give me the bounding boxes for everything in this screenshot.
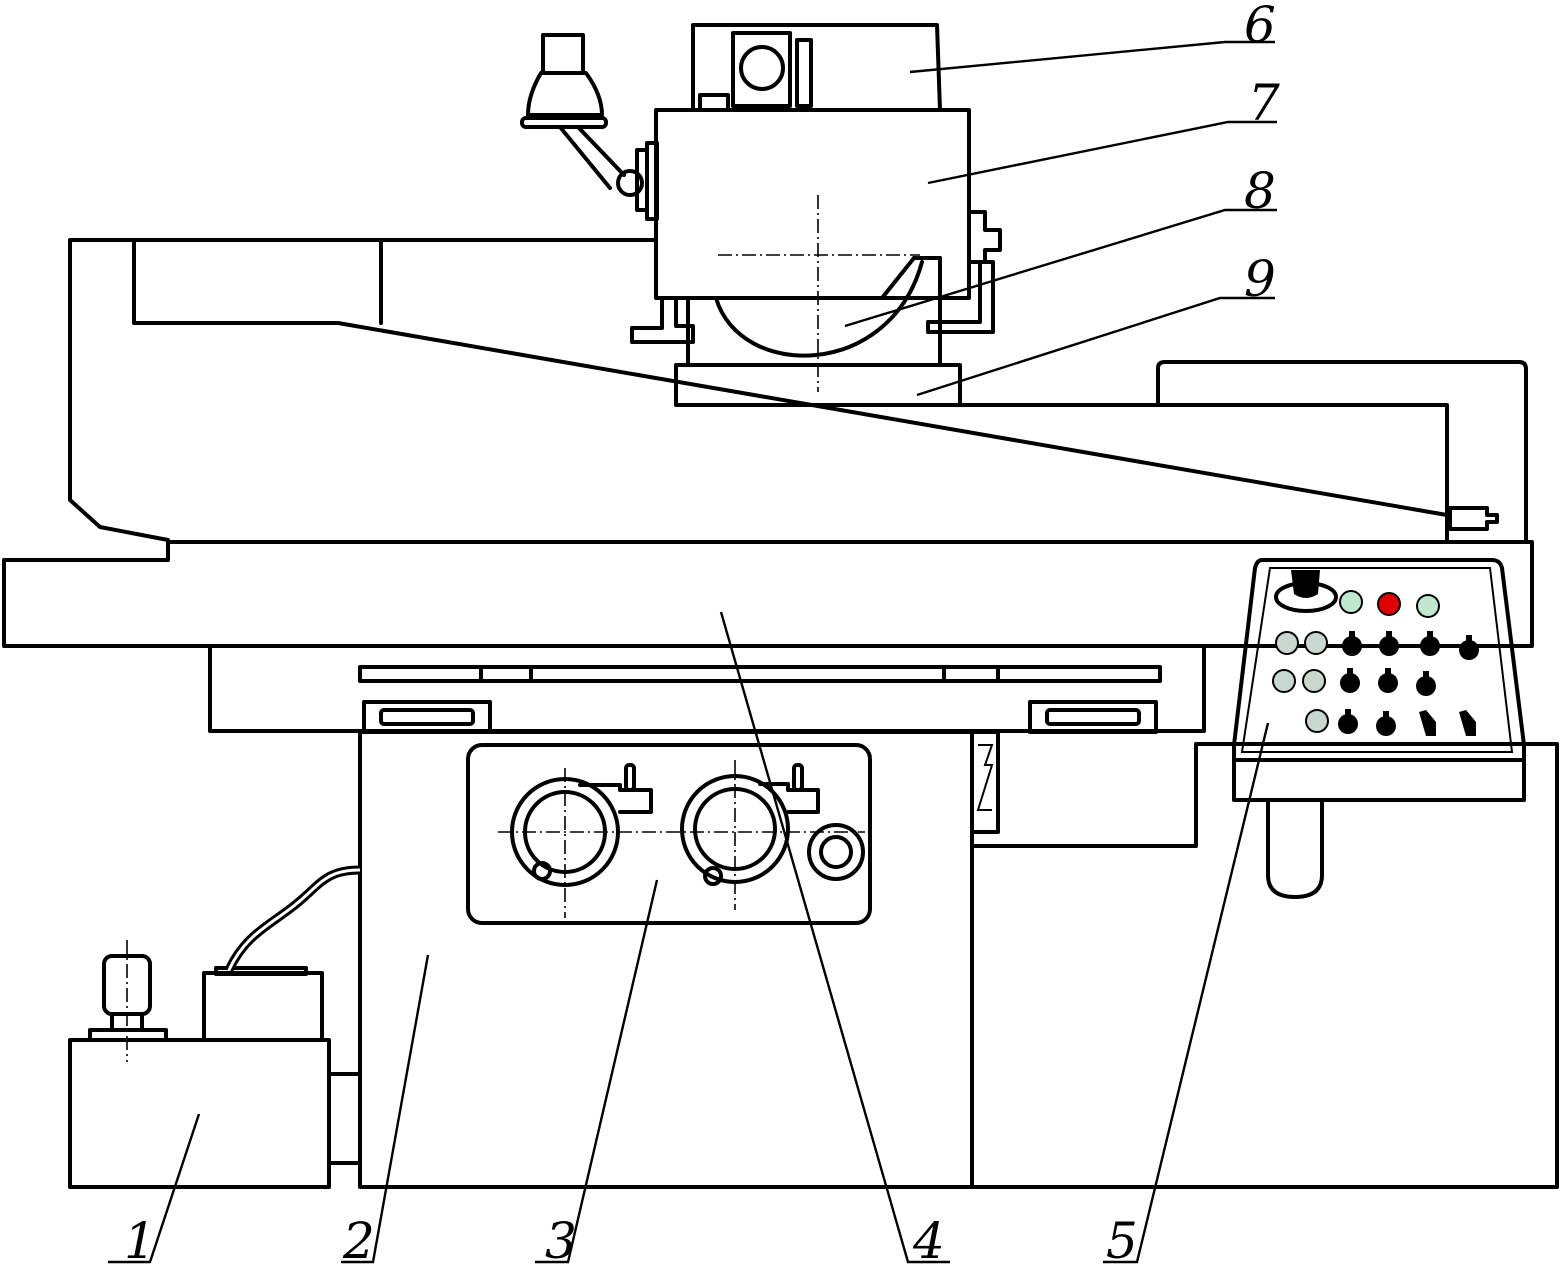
selector-knobs xyxy=(1338,631,1479,736)
panel-button[interactable] xyxy=(1272,669,1296,693)
run-button[interactable] xyxy=(1416,594,1440,618)
wheel-head xyxy=(630,108,1002,392)
callout-9: 9 xyxy=(1244,250,1276,308)
panel-button[interactable] xyxy=(1304,631,1328,655)
callout-2: 2 xyxy=(342,1212,375,1265)
stop-button[interactable] xyxy=(1377,592,1401,616)
work-lamp xyxy=(520,33,659,221)
start-button[interactable] xyxy=(1339,590,1363,614)
handwheel-panel xyxy=(466,743,872,925)
handwheel-left xyxy=(510,763,653,918)
bed xyxy=(358,730,1559,1189)
callout-8: 8 xyxy=(1244,162,1276,220)
callout-4: 4 xyxy=(912,1212,945,1265)
callout-1: 1 xyxy=(124,1212,156,1265)
panel-button[interactable] xyxy=(1275,631,1299,655)
panel-button[interactable] xyxy=(1305,709,1329,733)
callouts: 6 7 8 9 1 2 3 4 5 xyxy=(124,0,1280,1265)
table-assembly xyxy=(68,238,1528,544)
handwheel-right xyxy=(680,760,820,910)
column-assembly xyxy=(691,23,942,112)
callout-5: 5 xyxy=(1106,1212,1138,1265)
knob xyxy=(807,823,865,881)
callout-3: 3 xyxy=(545,1212,577,1265)
leader-lines xyxy=(108,40,1277,1264)
callout-7: 7 xyxy=(1248,74,1280,132)
callout-6: 6 xyxy=(1244,0,1276,54)
panel-button[interactable] xyxy=(1302,669,1326,693)
hydraulic-unit xyxy=(68,865,362,1189)
control-panel xyxy=(1232,558,1526,802)
